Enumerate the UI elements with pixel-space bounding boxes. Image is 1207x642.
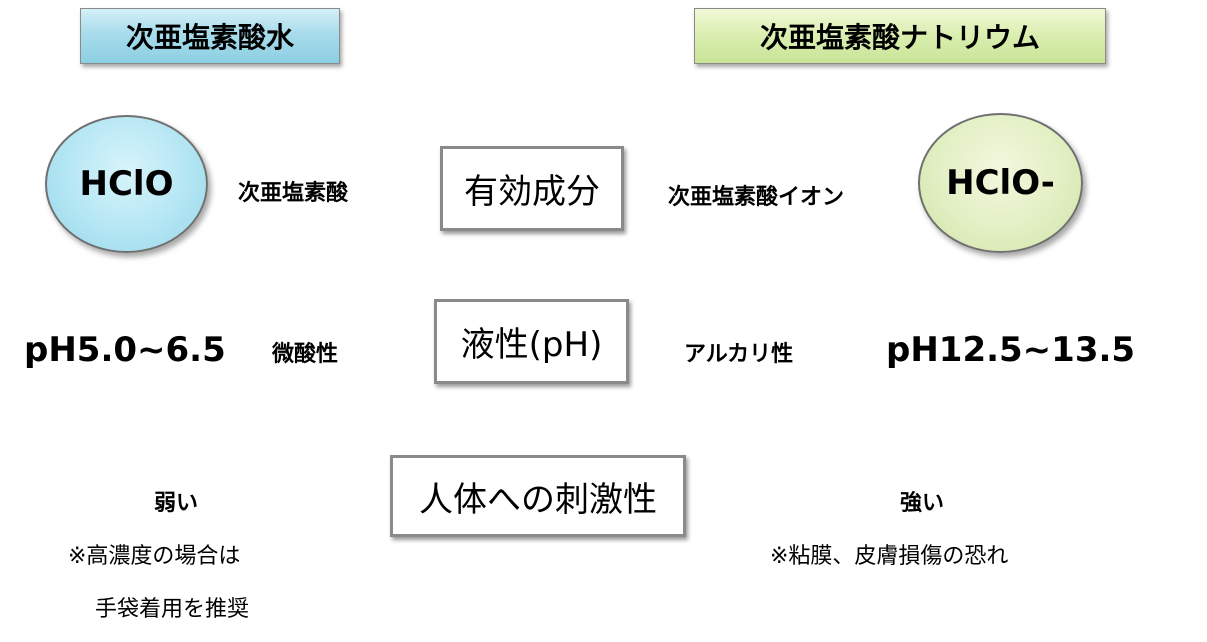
title-left: 次亜塩素酸水 — [80, 8, 340, 64]
component-right: 次亜塩素酸イオン — [668, 185, 845, 210]
note-right: ※粘膜、皮膚損傷の恐れ — [770, 544, 1009, 569]
irritation-label: 人体への刺激性 — [419, 479, 657, 520]
irritation-right: 強い — [900, 491, 945, 516]
note-left-line2: 手袋着用を推奨 — [95, 597, 250, 622]
ph-box: 液性(pH) — [434, 299, 629, 384]
note-left-line1: ※高濃度の場合は — [68, 544, 241, 569]
irritation-box: 人体への刺激性 — [390, 455, 686, 537]
formula-circle-right: HClO- — [918, 113, 1083, 253]
formula-circle-left: HClO — [45, 115, 208, 253]
irritation-left: 弱い — [154, 491, 199, 516]
ph-value-left: pH5.0~6.5 — [24, 330, 226, 370]
active-ingredient-label: 有効成分 — [464, 172, 600, 212]
active-ingredient-box: 有効成分 — [440, 146, 624, 231]
formula-left: HClO — [79, 164, 174, 204]
formula-right: HClO- — [946, 163, 1055, 203]
title-right: 次亜塩素酸ナトリウム — [694, 8, 1106, 64]
component-left: 次亜塩素酸 — [238, 181, 349, 206]
ph-value-right: pH12.5~13.5 — [886, 330, 1136, 370]
ph-property-right: アルカリ性 — [684, 342, 794, 367]
ph-property-left: 微酸性 — [272, 342, 339, 367]
ph-label: 液性(pH) — [460, 325, 603, 365]
